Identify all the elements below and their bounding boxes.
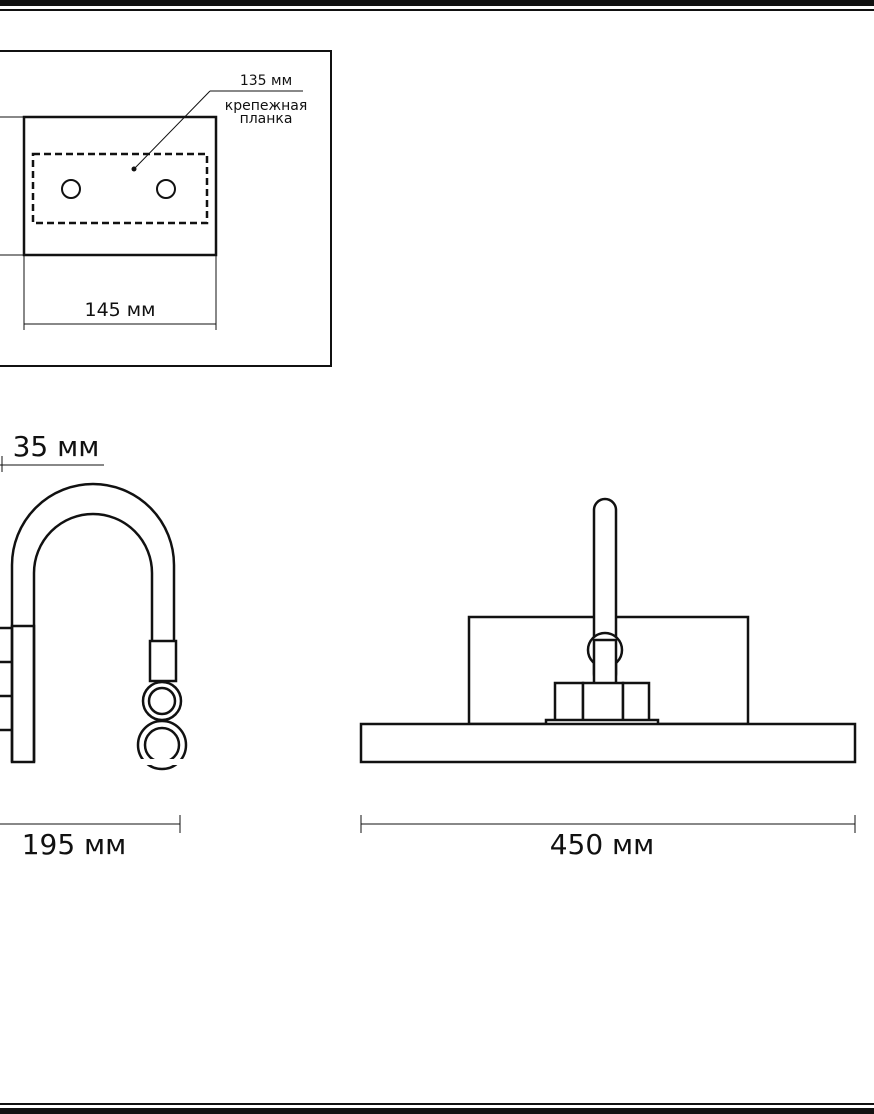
arm-collar — [592, 638, 618, 687]
tube-diameter-label: 35 мм — [13, 430, 100, 463]
plate-name-line1: крепежная — [225, 98, 308, 114]
arm-inner-curve — [32, 512, 154, 762]
arm-outer-curve — [10, 482, 176, 762]
top-border-thick — [0, 0, 874, 6]
hex-nut-left — [553, 681, 585, 723]
mounting-plate-detail — [0, 50, 332, 367]
mounting-bar-dashed — [31, 152, 209, 225]
hex-nut-middle — [581, 681, 625, 723]
width-dimension — [360, 815, 856, 833]
leader-line — [133, 90, 211, 170]
plate-name-line2: планка — [240, 111, 293, 127]
lamp-head-lower-inner — [143, 726, 181, 764]
lamp-shade — [359, 722, 857, 764]
bottom-border-thick — [0, 1108, 874, 1114]
hex-nut-right — [621, 681, 651, 723]
wall-bracket — [10, 624, 36, 764]
screw-hole-right — [156, 179, 176, 199]
detail-frame — [0, 50, 332, 367]
plate-width-label: 135 мм — [240, 73, 292, 89]
arm-sleeve — [148, 639, 178, 683]
plate-outline — [22, 115, 218, 257]
width-label: 450 мм — [550, 828, 655, 861]
side-view — [0, 456, 194, 833]
screw-hole-left — [61, 179, 81, 199]
lamp-head-lower-outer — [136, 719, 188, 771]
top-border-thin — [0, 9, 874, 11]
bottom-border-thin — [0, 1103, 874, 1105]
front-view — [359, 497, 857, 764]
depth-label: 195 мм — [22, 828, 127, 861]
lamp-head-upper-inner — [147, 686, 177, 716]
plate-length-label: 145 мм — [85, 299, 156, 321]
